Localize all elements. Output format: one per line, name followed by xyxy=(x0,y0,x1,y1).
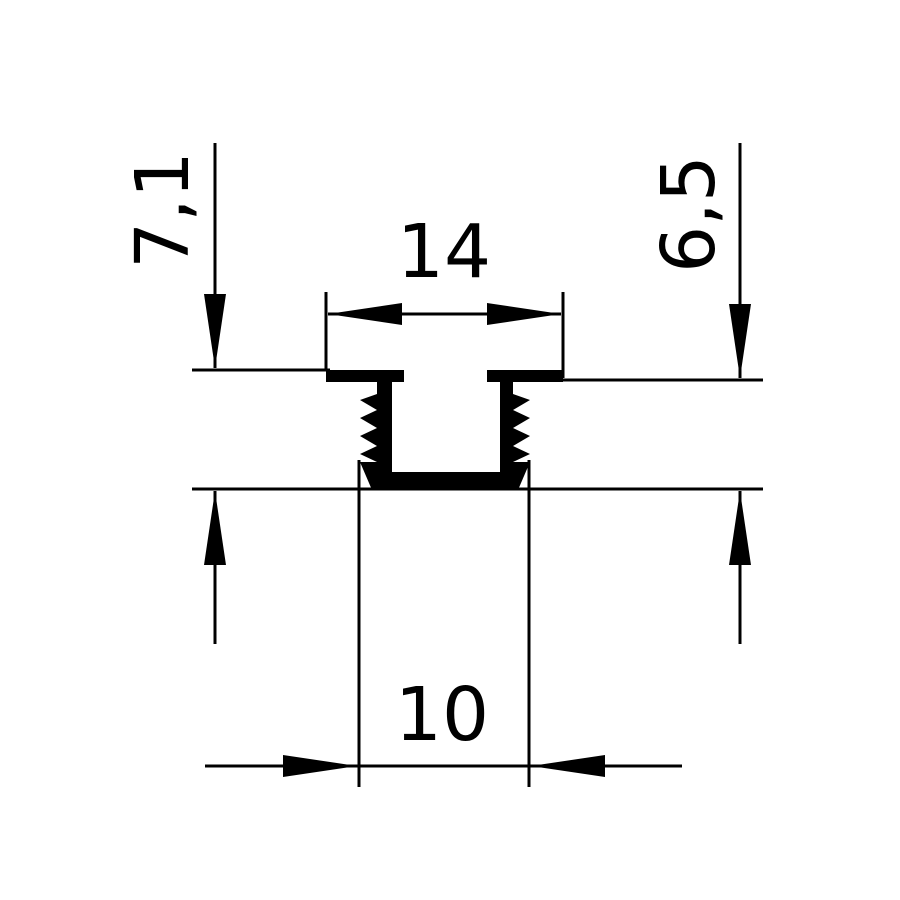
bottom-dimension-arrow-right xyxy=(531,755,605,777)
top-dimension-arrow-right xyxy=(487,303,561,325)
bottom-dimension-arrow-left xyxy=(283,755,357,777)
right-height-label: 6,5 xyxy=(646,155,732,273)
left-height-label: 7,1 xyxy=(120,151,206,269)
left-dimension-arrow-down xyxy=(204,294,226,368)
top-dimension-arrow-left xyxy=(328,303,402,325)
bottom-width-label: 10 xyxy=(395,672,489,758)
top-width-label: 14 xyxy=(397,209,491,295)
right-dimension-arrow-up xyxy=(729,491,751,565)
left-dimension-arrow-up xyxy=(204,491,226,565)
right-dimension-arrow-down xyxy=(729,304,751,378)
profile-shape xyxy=(326,370,563,490)
